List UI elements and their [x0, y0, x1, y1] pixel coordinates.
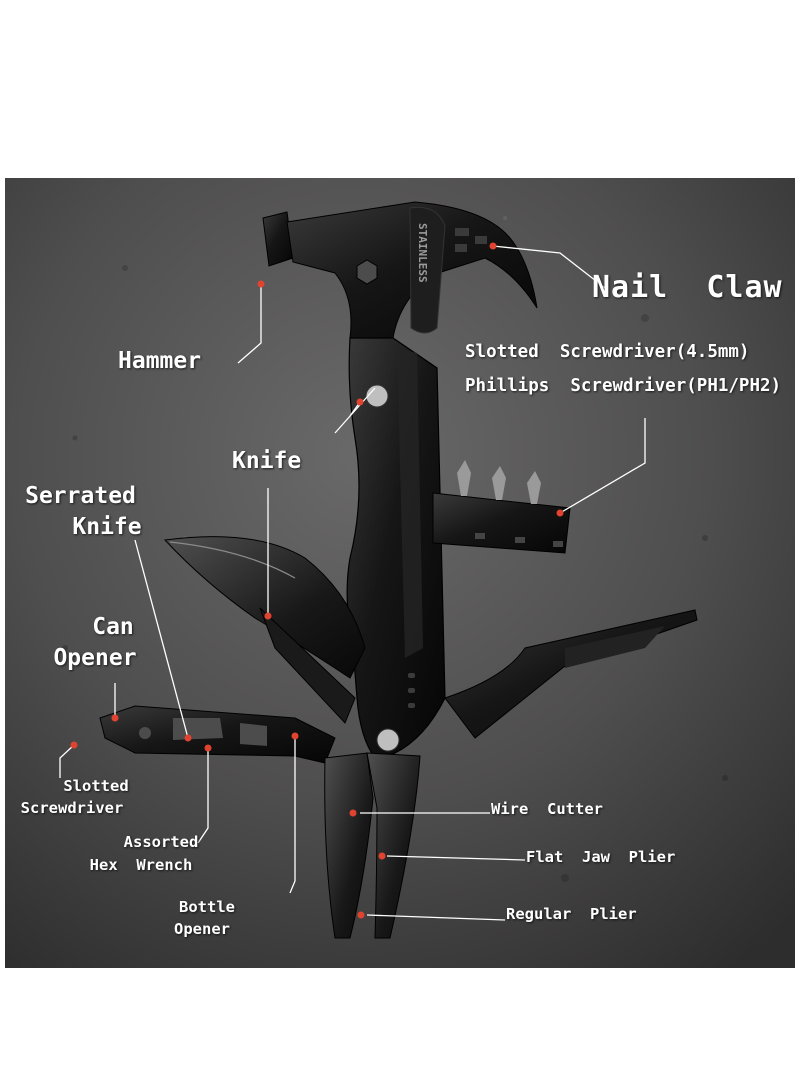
knife-blade	[163, 536, 366, 679]
hammer-head	[262, 201, 538, 339]
callout-lines	[59, 245, 646, 921]
label-bottle-opener-line1: Bottle	[179, 898, 235, 916]
label-can-opener-line1: Can	[92, 614, 134, 640]
label-nail-claw: Nail Claw	[592, 270, 783, 305]
label-serrated-knife-line2: Knife	[72, 514, 142, 540]
label-regular-plier: Regular Plier	[506, 905, 637, 923]
plier-jaws	[324, 752, 421, 939]
label-can-opener-line2: Opener	[53, 645, 137, 671]
label-hammer: Hammer	[118, 348, 202, 374]
label-knife: Knife	[232, 448, 302, 474]
multitool-illustration: STAINLESS	[5, 178, 795, 968]
label-flat-jaw-plier: Flat Jaw Plier	[526, 848, 676, 866]
label-assorted-hex-wrench-line2: Hex Wrench	[89, 856, 193, 874]
tool-handle	[346, 337, 446, 759]
callout-dots	[70, 242, 564, 919]
label-slotted-screwdriver-line1: Slotted	[63, 777, 129, 795]
label-serrated-knife-line1: Serrated	[25, 483, 136, 509]
label-slotted-screwdriver-line2: Screwdriver	[20, 799, 124, 817]
label-phillips-screwdriver-bits: Phillips Screwdriver(PH1/PH2)	[465, 376, 782, 396]
lower-screw	[376, 728, 400, 752]
upper-screw	[365, 384, 389, 408]
label-wire-cutter: Wire Cutter	[491, 800, 603, 818]
label-assorted-hex-wrench-line1: Assorted	[123, 833, 199, 851]
hex-hole	[356, 259, 378, 285]
product-photo: STAINLESS Nail Claw Hammer Slotted Screw…	[5, 178, 795, 968]
label-slotted-screwdriver-bits: Slotted Screwdriver(4.5mm)	[465, 342, 750, 362]
serrated-knife	[259, 607, 356, 724]
bit-holder	[432, 460, 571, 554]
stainless-stamp: STAINLESS	[416, 223, 429, 283]
plier-arm	[444, 609, 698, 739]
label-bottle-opener-line2: Opener	[174, 920, 230, 938]
